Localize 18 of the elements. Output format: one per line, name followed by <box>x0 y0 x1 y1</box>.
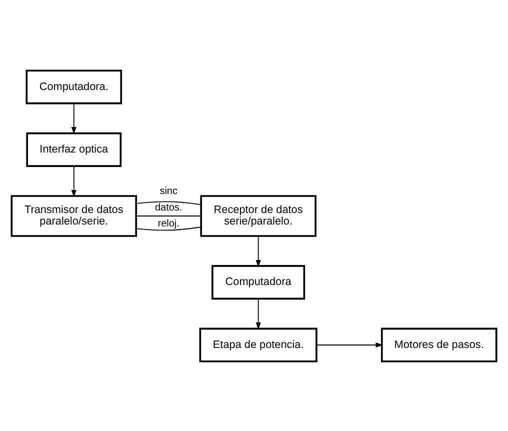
node-box: Computadora. <box>26 69 122 104</box>
arrow <box>71 102 76 134</box>
node-box: Receptor de datos serie/paralelo. <box>200 194 316 236</box>
edge-label: reloj. <box>158 218 180 230</box>
edge-label: datos. <box>154 202 182 213</box>
arrow <box>71 165 76 197</box>
arrow <box>256 298 261 330</box>
node-box: Motores de pasos. <box>380 327 498 362</box>
connector <box>136 215 202 216</box>
connector <box>136 226 202 230</box>
arrow <box>316 342 384 348</box>
connector <box>136 200 202 205</box>
edge-label: sinc <box>160 186 178 197</box>
arrow <box>256 235 261 267</box>
node-box: Interfaz optica <box>26 132 122 166</box>
node-box: Etapa de potencia. <box>199 327 318 362</box>
node-box: Computadora <box>212 264 306 300</box>
node-box: Transmisor de datos paralelo/serie. <box>10 194 138 236</box>
